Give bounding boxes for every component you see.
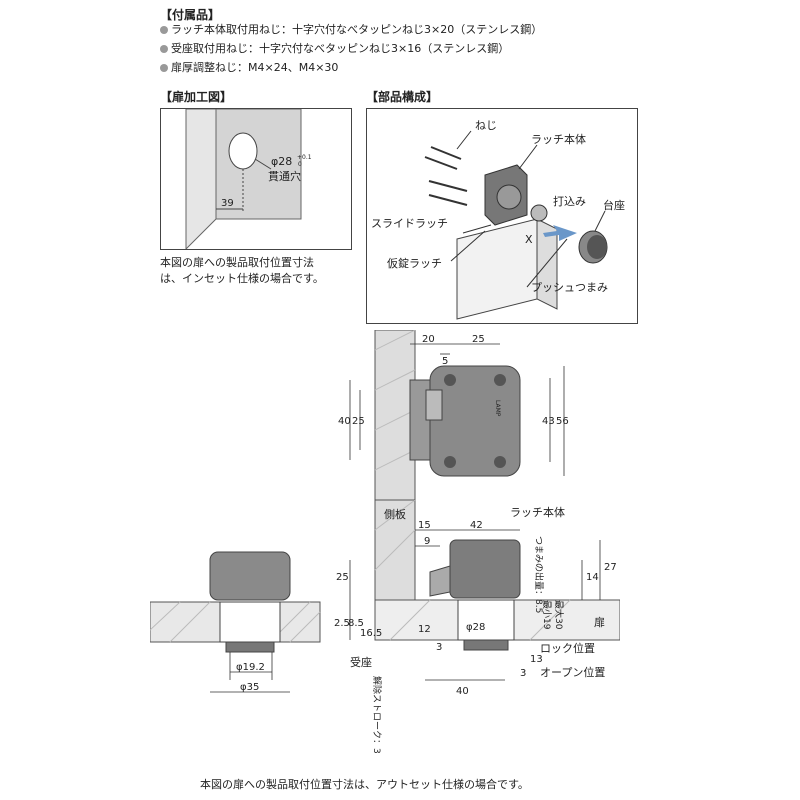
dim-2-5: 2.5 (334, 618, 350, 629)
dim-20: 20 (422, 334, 435, 345)
dim-5: 5 (442, 356, 448, 367)
dim-9: 9 (424, 536, 430, 547)
accessory-item-3: 扉厚調整ねじ：M4×24、M4×30 (160, 61, 338, 75)
side-section-drawing: 側板 ラッチ本体 15 42 9 つまみの出量：8.5 25 14 27 2.5… (334, 500, 620, 754)
latch-body-label: ラッチ本体 (531, 132, 586, 146)
dim-56: 56 (556, 416, 569, 427)
door-note-line1: 本図の扉への製品取付位置寸法 (160, 256, 314, 269)
dim-8-5: 8.5 (348, 618, 364, 629)
dim-3b: 3 (520, 668, 526, 679)
footer-note: 本図の扉への製品取付位置寸法は、アウトセット仕様の場合です。 (200, 778, 529, 791)
release-stroke-label: 解除ストローク：3 (371, 676, 383, 754)
front-view-drawing: LAMP 20 5 25 40 25 43 56 (338, 330, 569, 501)
temp-lock-label: 仮錠ラッチ (387, 256, 442, 270)
dim-dia28: φ28 (466, 622, 485, 633)
through-hole-label: 貫通穴 (268, 169, 301, 183)
hole-diameter: φ28 (271, 155, 292, 168)
parts-title: 【部品構成】 (366, 90, 439, 104)
dim-25: 25 (472, 334, 485, 345)
lock-position-label: ロック位置 (540, 641, 595, 655)
screw-group (424, 146, 468, 206)
dim-12: 12 (418, 624, 431, 635)
slide-latch-label: スライドラッチ (371, 217, 448, 230)
tolerance-bottom: 0 (298, 161, 302, 168)
accessories-title: 【付属品】 (160, 8, 221, 22)
tolerance-top: +0.1 (297, 154, 312, 161)
dim-dia19-2: φ19.2 (236, 662, 265, 673)
max-30-label: 最大30 (553, 600, 565, 630)
dim-27: 27 (604, 562, 617, 573)
seat-label: 台座 (603, 198, 625, 212)
left-section-drawing: φ19.2 φ35 (150, 551, 321, 693)
door-note-line2: は、インセット仕様の場合です。 (160, 272, 324, 285)
door-processing-diagram: 39 φ28 +0.1 0 貫通穴 (160, 108, 352, 251)
dim-3: 3 (436, 642, 442, 653)
dim-43: 43 (542, 416, 555, 427)
dim-16-5: 16.5 (360, 628, 382, 639)
accessory-item-1: ラッチ本体取付用ねじ：十字穴付なべタッピンねじ3×20（ステンレス鋼） (160, 23, 542, 37)
bullet-icon (160, 45, 168, 53)
side-panel-label: 側板 (384, 507, 406, 521)
door-processing-title: 【扉加工図】 (160, 90, 233, 104)
parts-diagram: ねじ ラッチ本体 打込み 台座 スライドラッチ 仮錠ラッチ X プッシュつまみ (366, 108, 638, 324)
dim-25: 25 (336, 572, 349, 583)
dim-39: 39 (221, 198, 234, 209)
side-latch-body-label: ラッチ本体 (510, 505, 565, 519)
bullet-icon (160, 26, 168, 34)
open-position-label: オープン位置 (540, 665, 605, 679)
dim-40: 40 (456, 686, 469, 697)
bullet-icon (160, 64, 168, 72)
knob-protrusion-label: つまみの出量：8.5 (533, 536, 545, 613)
push-knob-label: プッシュつまみ (531, 281, 608, 294)
receiver-seat-label: 受座 (350, 655, 372, 669)
logo-text: LAMP (494, 400, 501, 417)
dim-42: 42 (470, 520, 483, 531)
dim-40: 40 (338, 416, 351, 427)
screw-label: ねじ (475, 119, 497, 132)
dim-14: 14 (586, 572, 599, 583)
door-processing-svg: 39 φ28 +0.1 0 貫通穴 (185, 108, 312, 251)
dim-15: 15 (418, 520, 431, 531)
door-label: 扉 (594, 616, 605, 629)
min-19-label: 最小19 (541, 600, 552, 630)
dim-dia35: φ35 (240, 682, 259, 693)
parts-svg: ねじ ラッチ本体 打込み 台座 スライドラッチ 仮錠ラッチ X プッシュつまみ (371, 119, 625, 320)
accessory-item-2: 受座取付用ねじ：十字穴付なべタッピンねじ3×16（ステンレス鋼） (160, 42, 509, 56)
dim-13: 13 (530, 654, 543, 665)
dim-25v: 25 (352, 416, 365, 427)
push-in-label: 打込み (553, 194, 586, 208)
x-label: X (525, 233, 533, 246)
